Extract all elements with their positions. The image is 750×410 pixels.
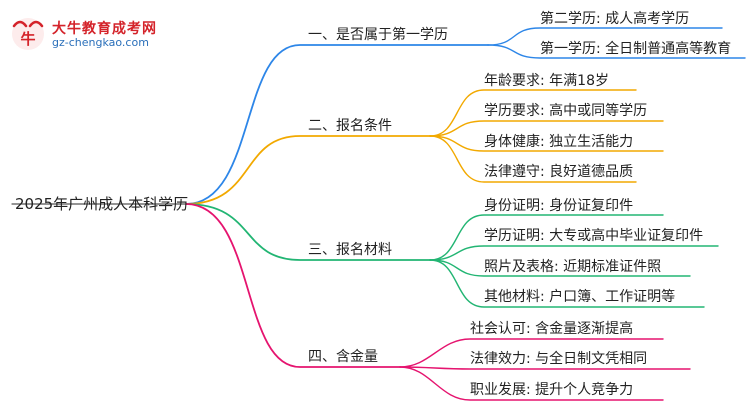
svg-text:牛: 牛 (20, 30, 35, 48)
branch-3-item-2: 学历证明: 大专或高中毕业证复印件 (484, 228, 704, 244)
branch-4-item-2: 法律效力: 与全日制文凭相同 (470, 351, 648, 367)
logo-name: 大牛教育成考网 (52, 21, 157, 37)
branch-1-label: 一、是否属于第一学历 (308, 27, 448, 43)
branch-4-item-3-link (399, 366, 664, 401)
branch-1-item-1-link (487, 27, 723, 46)
branch-4-link (185, 203, 401, 368)
branch-3-item-2-link (429, 245, 719, 261)
site-logo: 牛 大牛教育成考网 gz-chengkao.com (6, 14, 196, 54)
branch-1-item-2-link (487, 44, 746, 59)
branch-3-label: 三、报名材料 (308, 242, 392, 258)
branch-3-item-1-link (429, 214, 664, 261)
branch-3-item-4-link (429, 259, 705, 308)
branch-3-item-1: 身份证明: 身份证复印件 (484, 198, 634, 214)
logo-url: gz-chengkao.com (52, 36, 149, 49)
branch-1-link (185, 44, 489, 205)
branch-2-item-2-link (429, 120, 664, 137)
branch-3-item-3: 照片及表格: 近期标准证件照 (484, 259, 662, 275)
branch-4-item-3: 职业发展: 提升个人竞争力 (470, 382, 634, 398)
branch-4-item-1-link (399, 338, 664, 368)
branch-2-item-3: 身体健康: 独立生活能力 (484, 134, 634, 150)
branch-4-item-1: 社会认可: 含金量逐渐提高 (470, 321, 634, 337)
branch-2-link (185, 135, 431, 205)
branch-2-item-1: 年龄要求: 年满18岁 (484, 73, 609, 89)
branch-2-item-2: 学历要求: 高中或同等学历 (484, 103, 648, 119)
branch-1-item-2: 第一学历: 全日制普通高等教育 (540, 41, 732, 57)
branch-2-item-4-link (429, 135, 637, 183)
branch-4-item-2-link (399, 366, 691, 370)
branch-2-label: 二、报名条件 (308, 118, 392, 134)
branch-1-item-1: 第二学历: 成人高考学历 (540, 11, 690, 27)
branch-3-item-3-link (429, 259, 691, 277)
branch-3-link (185, 203, 431, 261)
branch-2-item-1-link (429, 89, 637, 137)
branch-2-item-3-link (429, 135, 664, 152)
branch-3-item-4: 其他材料: 户口簿、工作证明等 (484, 289, 676, 305)
branch-4-label: 四、含金量 (308, 349, 378, 365)
logo-bull-icon: 牛 (12, 18, 44, 50)
root-node: 2025年广州成人本科学历 (15, 195, 189, 213)
branch-2-item-4: 法律遵守: 良好道德品质 (484, 164, 634, 180)
